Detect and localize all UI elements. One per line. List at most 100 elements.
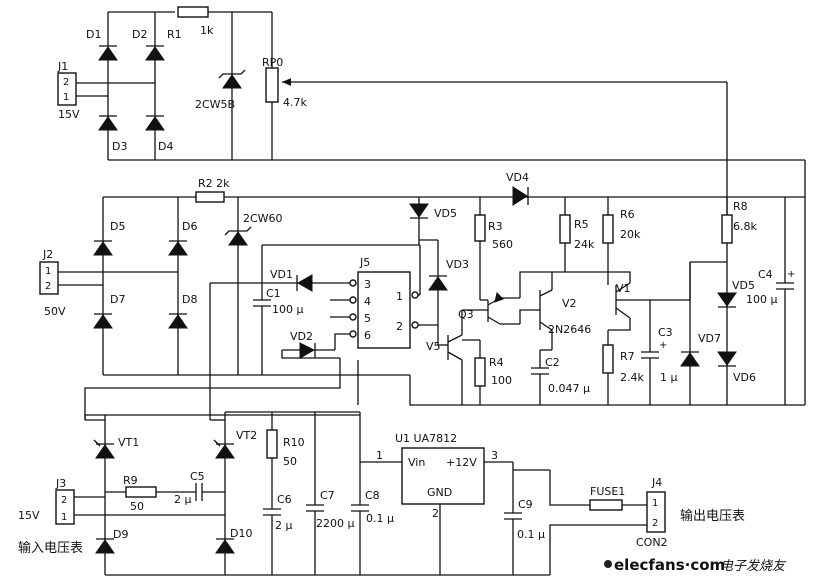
- svg-text:+: +: [659, 340, 667, 351]
- svg-text:2N2646: 2N2646: [548, 323, 591, 336]
- svg-text:VD5: VD5: [434, 207, 457, 220]
- svg-text:0.1 μ: 0.1 μ: [366, 512, 394, 525]
- svg-text:50: 50: [130, 500, 144, 513]
- svg-text:2CW5B: 2CW5B: [195, 98, 235, 111]
- svg-text:R4: R4: [489, 356, 504, 369]
- svg-text:2 μ: 2 μ: [275, 519, 293, 532]
- regulator-section: R6 20k V1 R7 2.4k + C3 1 μ VD7 R8 6.8k: [565, 160, 806, 406]
- svg-text:FUSE1: FUSE1: [590, 485, 625, 498]
- resistor-r6: [602, 214, 614, 244]
- svg-text:D9: D9: [113, 528, 128, 541]
- svg-text:C7: C7: [320, 489, 335, 502]
- svg-text:CON2: CON2: [636, 536, 668, 549]
- input-rectifier: 2 1 J3 15V 输入电压表 VT1 VT2 R9 50 C5 2 μ D9: [18, 419, 440, 576]
- svg-text:3: 3: [364, 278, 371, 291]
- diode-d5: [93, 241, 113, 256]
- svg-text:0.1 μ: 0.1 μ: [517, 528, 545, 541]
- diode-vd4: [512, 186, 528, 206]
- svg-text:D1: D1: [86, 28, 101, 41]
- svg-text:D10: D10: [230, 527, 252, 540]
- zener-2cw60: [228, 231, 248, 246]
- svg-text:2: 2: [61, 495, 67, 506]
- diode-d2: [145, 46, 165, 61]
- optocoupler-j5: [357, 271, 411, 349]
- svg-text:C9: C9: [518, 498, 533, 511]
- resistor-r10: [266, 429, 278, 459]
- svg-text:+: +: [787, 269, 795, 280]
- label-j1-voltage: 15V: [58, 108, 80, 121]
- svg-text:100 μ: 100 μ: [272, 303, 304, 316]
- label-j1: J1: [57, 60, 68, 73]
- oscillator-section: VD4 R3 560 Q3 R4 100 R5 24k V2: [458, 171, 595, 405]
- svg-text:3: 3: [491, 449, 498, 462]
- svg-text:V2: V2: [562, 297, 577, 310]
- svg-text:2CW60: 2CW60: [243, 212, 283, 225]
- svg-text:U1 UA7812: U1 UA7812: [395, 432, 457, 445]
- svg-text:1 μ: 1 μ: [660, 371, 678, 384]
- zener-vd6: [717, 351, 737, 366]
- svg-text:VD2: VD2: [290, 330, 313, 343]
- svg-text:VD6: VD6: [733, 371, 756, 384]
- diode-d9: [95, 539, 115, 554]
- svg-text:R6: R6: [620, 208, 635, 221]
- svg-text:1: 1: [61, 512, 67, 523]
- svg-text:VD1: VD1: [270, 268, 293, 281]
- svg-text:20k: 20k: [620, 228, 641, 241]
- connector-j4: [646, 491, 666, 533]
- svg-text:RP0: RP0: [262, 56, 283, 69]
- svg-text:J4: J4: [651, 476, 662, 489]
- svg-text:24k: 24k: [574, 238, 595, 251]
- trigger-section: J5 3 4 5 6 1 2 VD1 VD2 VD3 VD5: [84, 197, 488, 420]
- svg-text:电子发烧友: 电子发烧友: [720, 559, 787, 574]
- svg-text:D2: D2: [132, 28, 147, 41]
- diode-vd2: [299, 342, 316, 359]
- resistor-r5: [559, 214, 571, 244]
- diode-d3: [98, 116, 118, 131]
- svg-text:V1: V1: [616, 282, 631, 295]
- svg-text:C8: C8: [365, 489, 380, 502]
- regulator-u1: [401, 447, 485, 505]
- resistor-r4: [474, 357, 486, 387]
- diode-d4: [145, 116, 165, 131]
- svg-text:2: 2: [432, 507, 439, 520]
- diode-d7: [93, 314, 113, 329]
- svg-text:R3: R3: [488, 220, 503, 233]
- svg-text:R7: R7: [620, 350, 635, 363]
- resistor-r8: [721, 214, 733, 244]
- thyristor-vt2: [215, 444, 235, 459]
- connector-j2: [39, 261, 59, 295]
- diode-d10: [215, 539, 235, 554]
- svg-text:2: 2: [652, 518, 658, 529]
- svg-text:2200 μ: 2200 μ: [316, 517, 355, 530]
- svg-text:R1: R1: [167, 28, 182, 41]
- zener-vd5: [717, 292, 737, 307]
- svg-text:C2: C2: [545, 356, 560, 369]
- svg-text:100: 100: [491, 374, 512, 387]
- svg-text:VT1: VT1: [118, 436, 139, 449]
- resistor-r1: [177, 6, 209, 18]
- svg-text:5: 5: [364, 312, 371, 325]
- diode-vd1: [296, 274, 313, 292]
- svg-text:1: 1: [45, 266, 51, 277]
- svg-text:2: 2: [45, 281, 51, 292]
- power-bridge-15v: 2 1 J1 15V D1 D2 D3 D4 R1 1k 2CW5B: [57, 6, 805, 215]
- resistor-r7: [602, 344, 614, 374]
- diode-d8: [168, 314, 188, 329]
- svg-text:6: 6: [364, 329, 371, 342]
- svg-text:+12V: +12V: [446, 456, 477, 469]
- svg-text:J2: J2: [42, 248, 53, 261]
- input-meter-label: 输入电压表: [18, 540, 83, 556]
- thyristor-vt1: [95, 444, 115, 459]
- diode-vd3: [428, 276, 448, 291]
- resistor-r3: [474, 214, 486, 242]
- svg-text:6.8k: 6.8k: [733, 220, 757, 233]
- svg-text:50V: 50V: [44, 305, 66, 318]
- svg-text:C3: C3: [658, 326, 673, 339]
- svg-text:1: 1: [396, 290, 403, 303]
- power-bridge-50v: 1 2 J2 50V D5 D6 D7 D8 R2 2k 2CW60: [39, 177, 805, 406]
- svg-text:D7: D7: [110, 293, 125, 306]
- svg-text:D8: D8: [182, 293, 197, 306]
- svg-text:4.7k: 4.7k: [283, 96, 307, 109]
- svg-text:1: 1: [376, 449, 383, 462]
